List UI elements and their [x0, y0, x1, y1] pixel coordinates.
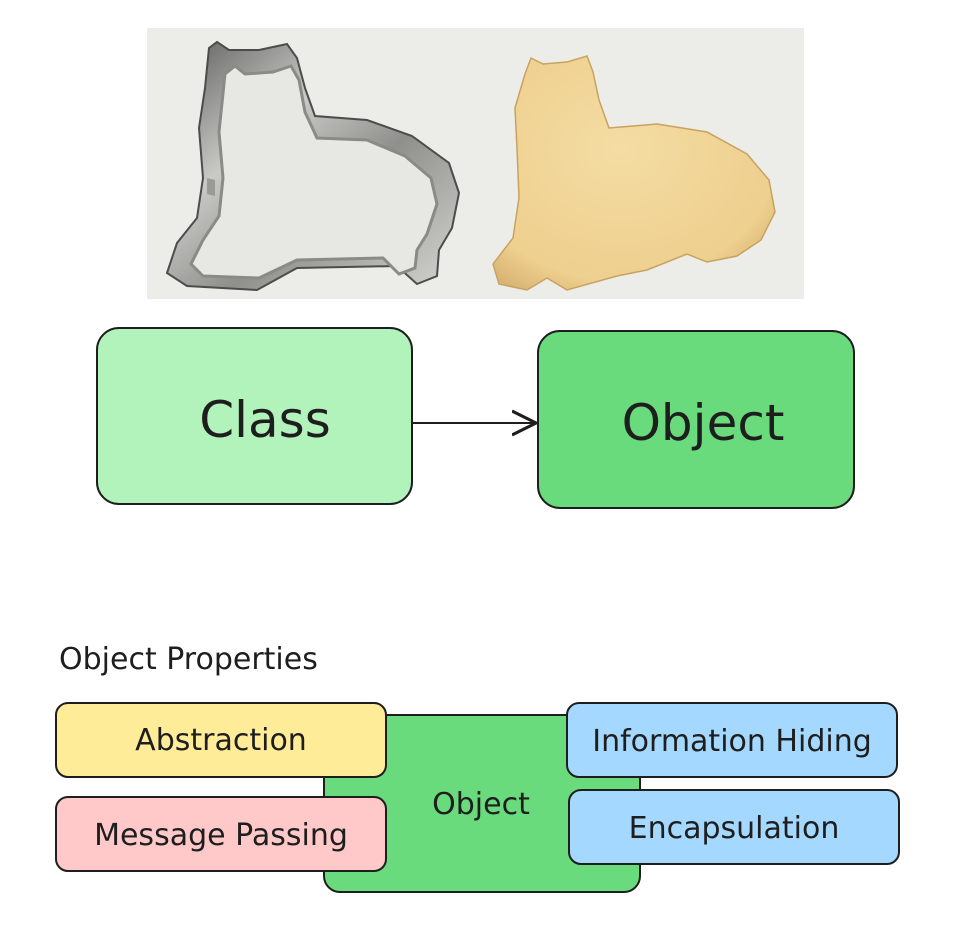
information-hiding-label: Information Hiding — [592, 724, 872, 759]
properties-center-object: Object — [323, 714, 641, 893]
properties-title: Object Properties — [59, 642, 318, 677]
message-passing-label: Message Passing — [94, 818, 348, 853]
cookie-cutter-photo — [147, 28, 804, 299]
center-object-label: Object — [432, 787, 530, 822]
class-label: Class — [199, 391, 331, 449]
abstraction-label: Abstraction — [135, 723, 307, 758]
message-passing-box: Message Passing — [55, 796, 387, 872]
abstraction-box: Abstraction — [55, 702, 387, 778]
class-box: Class — [96, 327, 413, 505]
information-hiding-box: Information Hiding — [566, 702, 898, 778]
cat-cookie — [492, 55, 776, 291]
encapsulation-box: Encapsulation — [568, 789, 900, 865]
cookie-cutter — [165, 40, 461, 292]
object-box: Object — [537, 330, 855, 509]
encapsulation-label: Encapsulation — [629, 811, 840, 846]
object-label: Object — [622, 394, 785, 452]
